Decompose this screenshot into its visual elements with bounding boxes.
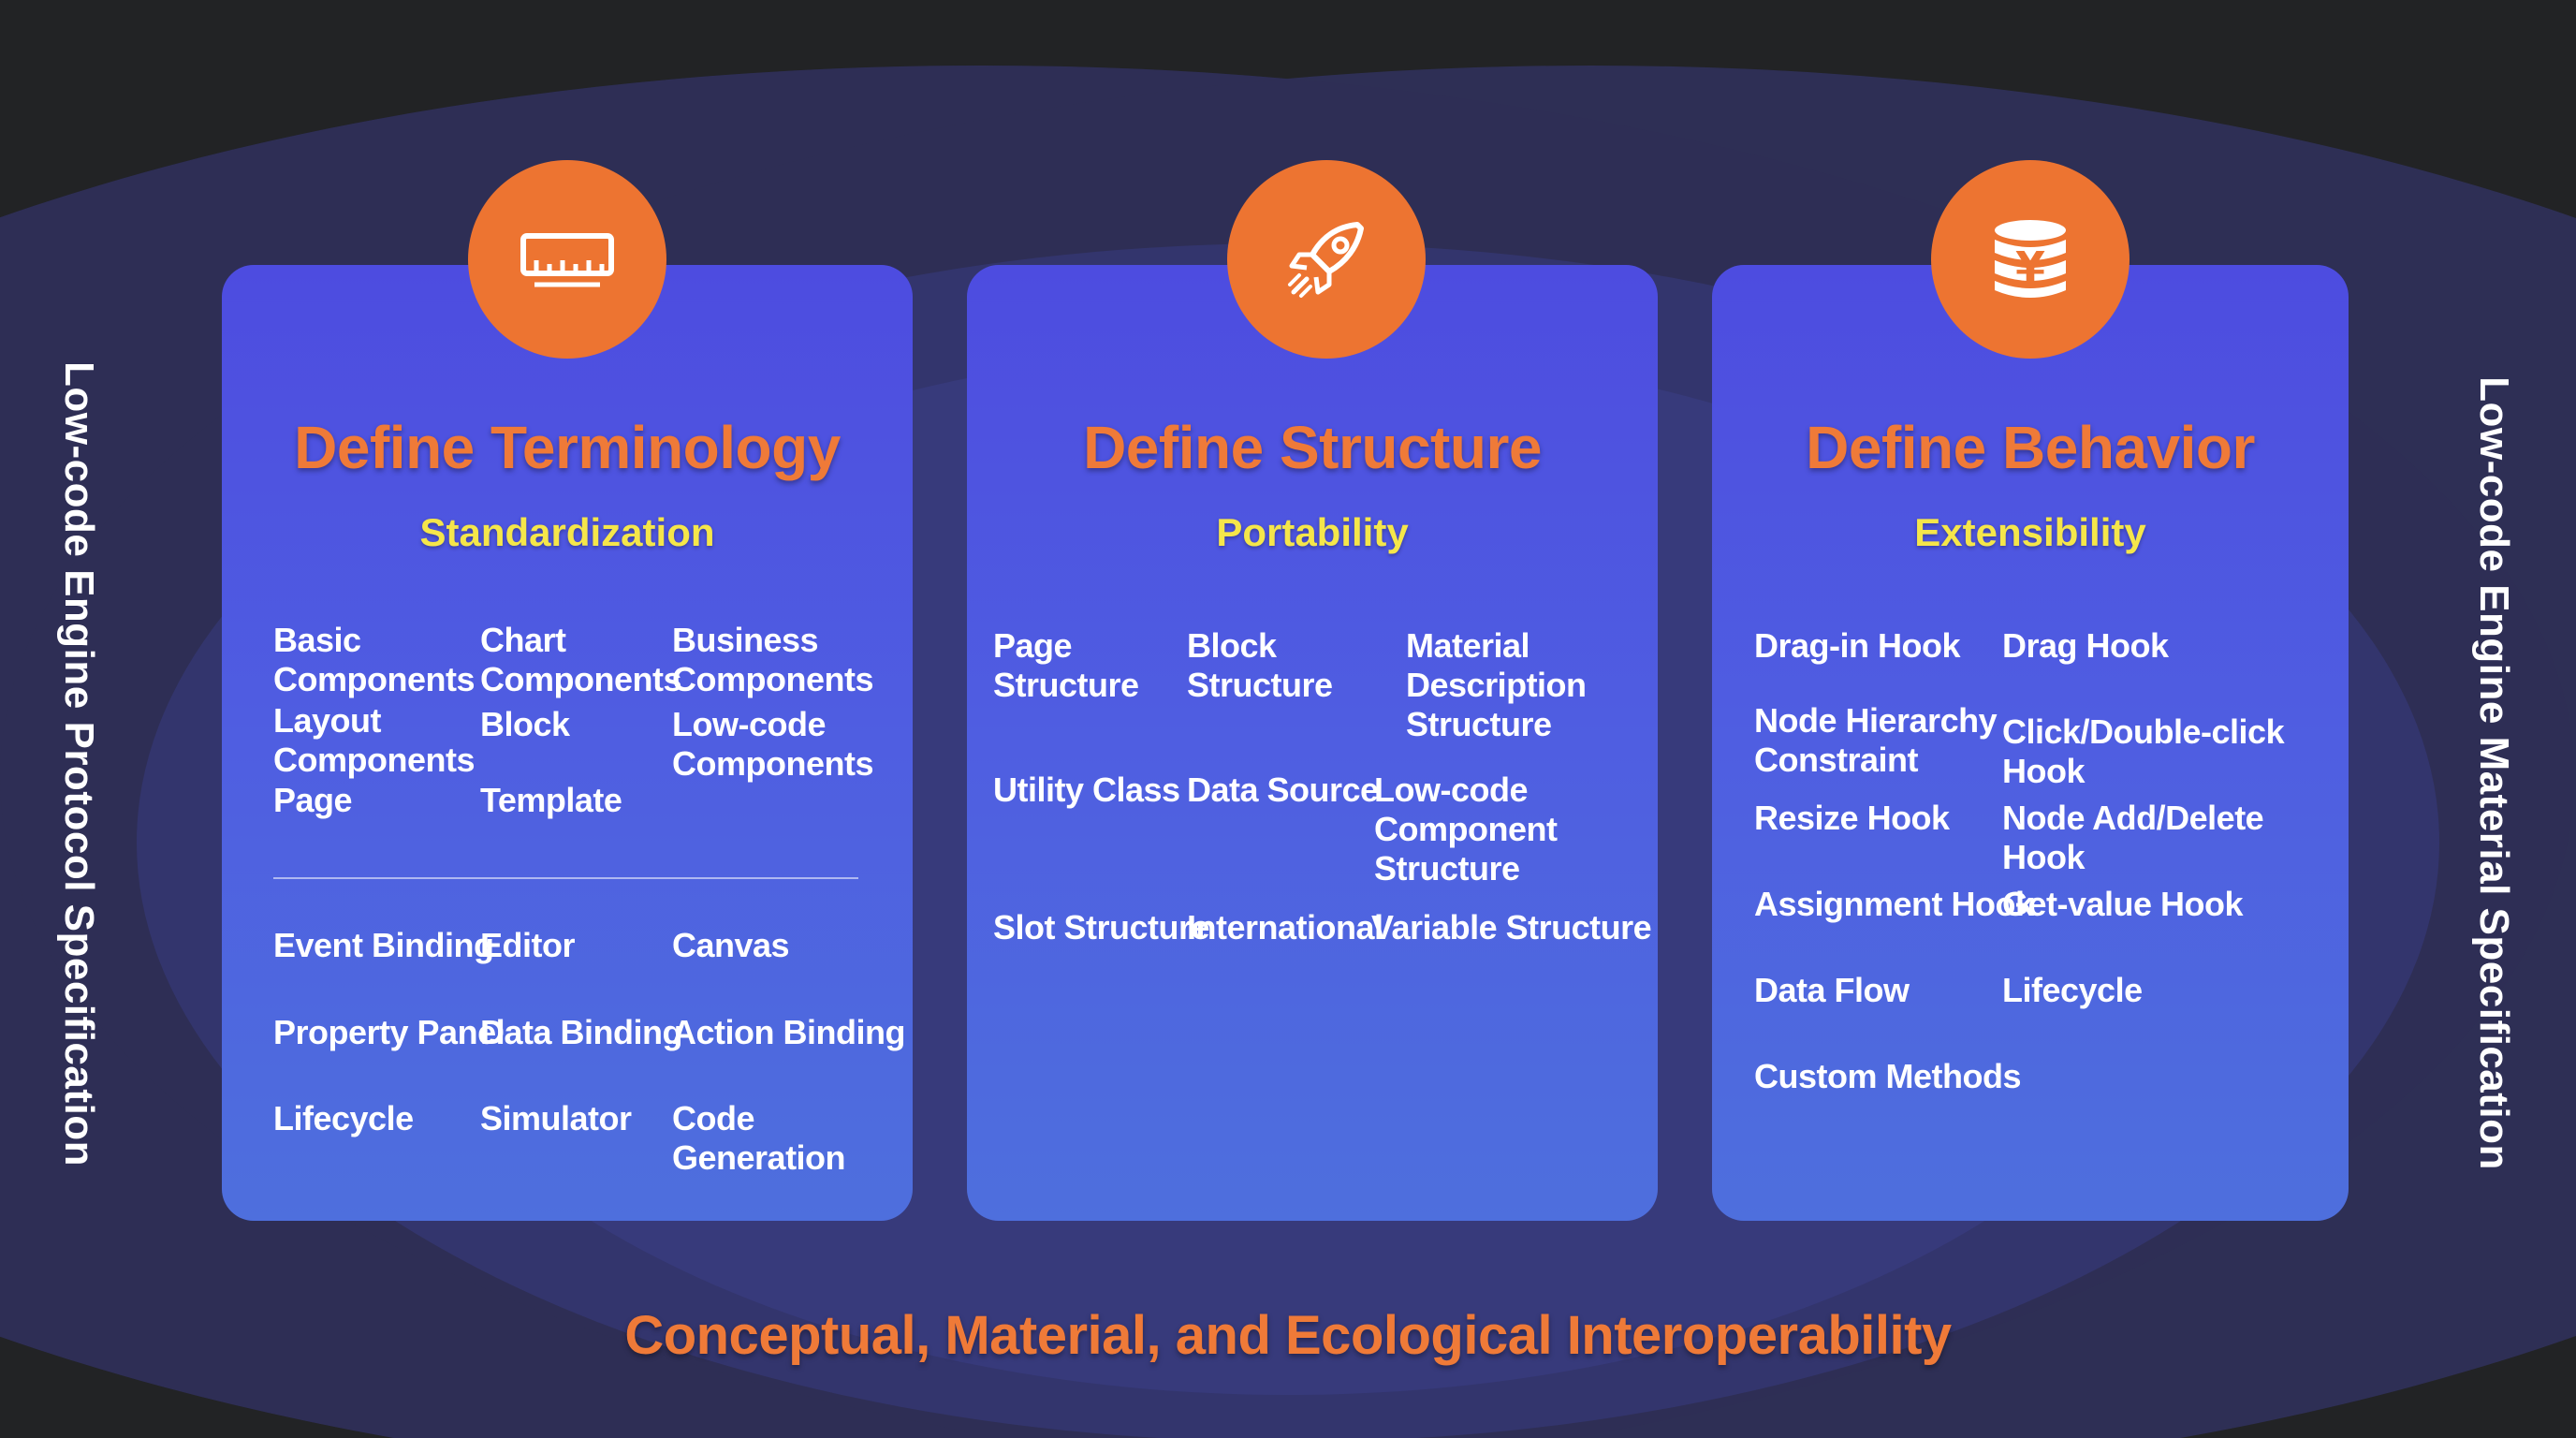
term-item: Basic Components: [273, 621, 476, 698]
term-item: Property Panel: [273, 1013, 505, 1051]
term-item: Block: [480, 705, 570, 743]
rocket-icon: [1288, 222, 1364, 298]
term-item: Simulator: [480, 1099, 632, 1137]
behavior-badge: ¥: [1931, 160, 2130, 359]
structure-item: Page Structure: [993, 626, 1139, 704]
behavior-item: Get-value Hook: [2002, 885, 2244, 923]
behavior-item: Node Add/Delete Hook: [2002, 799, 2264, 876]
structure-badge: [1227, 160, 1426, 359]
term-item: Event Binding: [273, 926, 494, 964]
term-item: Layout Components: [273, 701, 476, 779]
term-item: Code Generation: [672, 1099, 846, 1177]
behavior-item: Assignment Hook: [1754, 885, 2034, 923]
card-subtitle: Extensibility: [1914, 510, 2146, 554]
behavior-card: Define Behavior Extensibility Drag-in Ho…: [1712, 265, 2349, 1221]
behavior-item: Click/Double-click Hook: [2002, 712, 2285, 790]
term-item: Chart Components: [480, 621, 682, 698]
behavior-item: Data Flow: [1754, 971, 1910, 1009]
term-item: Page: [273, 781, 353, 819]
left-side-label: Low-code Engine Protocol Specification: [56, 361, 102, 1167]
term-item: Data Binding: [480, 1013, 683, 1051]
coin-stack-icon: ¥: [1995, 220, 2066, 298]
structure-item: International: [1187, 908, 1383, 946]
term-item: Editor: [480, 926, 576, 964]
structure-item: Utility Class: [993, 770, 1180, 809]
behavior-item: Lifecycle: [2002, 971, 2143, 1009]
structure-item: Low-code Component Structure: [1374, 770, 1558, 888]
svg-text:¥: ¥: [2015, 242, 2045, 293]
ruler-icon: [520, 233, 614, 287]
behavior-item: Custom Methods: [1754, 1057, 2022, 1095]
card-title: Define Structure: [1083, 414, 1542, 481]
term-item: Business Components: [672, 621, 874, 698]
bottom-title: Conceptual, Material, and Ecological Int…: [624, 1305, 1952, 1366]
structure-card: Define Structure Portability Page Struct…: [967, 265, 1658, 1221]
structure-item: Data Source: [1187, 770, 1379, 809]
structure-item: Block Structure: [1187, 626, 1333, 704]
term-item: Lifecycle: [273, 1099, 414, 1137]
term-item: Action Binding: [672, 1013, 905, 1051]
divider: [273, 877, 858, 879]
behavior-item: Drag-in Hook: [1754, 626, 1961, 665]
terminology-badge: [468, 160, 666, 359]
card-title: Define Behavior: [1806, 414, 2255, 481]
behavior-item: Resize Hook: [1754, 799, 1950, 837]
terminology-card: Define Terminology Standardization Basic…: [222, 265, 913, 1221]
term-item: Low-code Components: [672, 705, 874, 783]
card-subtitle: Standardization: [419, 510, 715, 554]
behavior-item: Node Hierarchy Constraint: [1754, 701, 1998, 779]
term-item: Canvas: [672, 926, 790, 964]
behavior-item: Drag Hook: [2002, 626, 2169, 665]
card-subtitle: Portability: [1216, 510, 1409, 554]
card-title: Define Terminology: [294, 414, 841, 481]
term-item: Template: [480, 781, 622, 819]
structure-item: Variable Structure: [1371, 908, 1652, 946]
structure-item: Material Description Structure: [1406, 626, 1587, 743]
right-side-label: Low-code Engine Material Specification: [2471, 376, 2517, 1170]
structure-item: Slot Structure: [993, 908, 1210, 946]
